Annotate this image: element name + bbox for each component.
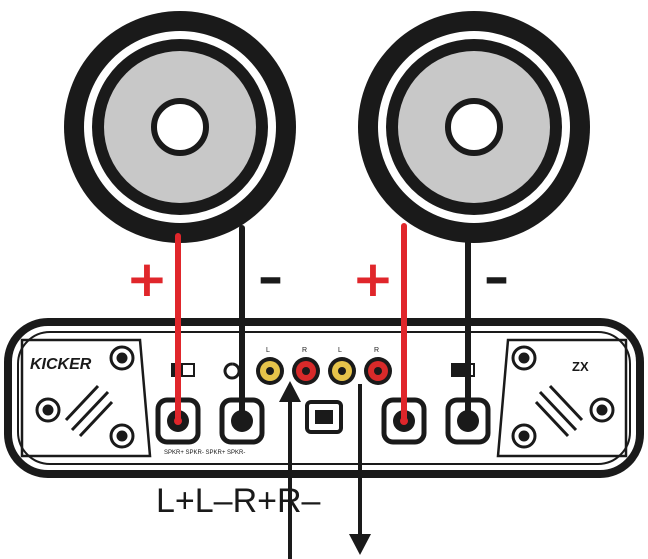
zx-model-label: ZX — [572, 359, 589, 374]
input-arrow-up — [279, 381, 301, 559]
right-speaker — [358, 11, 590, 243]
kicker-logo: KICKER — [30, 356, 92, 373]
left-heatsink — [20, 338, 152, 458]
right-negative-label: – — [484, 248, 509, 306]
polarity-labels: + – + – — [126, 248, 509, 308]
rca-label-l2: L — [338, 347, 342, 354]
rca-jack-l2 — [328, 357, 356, 385]
rca-label-r2: R — [374, 347, 379, 354]
right-heatsink — [496, 338, 628, 458]
terminal-caption: SPKR+ SPKR- SPKR+ SPKR- — [164, 450, 245, 456]
signal-arrows — [279, 381, 371, 559]
optical-port — [305, 400, 343, 434]
output-arrow-down — [349, 384, 371, 555]
terminal-order-caption: L+L–R+R– — [156, 482, 321, 520]
rca-label-r1: R — [302, 347, 307, 354]
rca-jack-l1 — [256, 357, 284, 385]
right-positive-label: + — [352, 250, 394, 308]
left-heatsink-screws — [35, 345, 135, 449]
right-heatsink-fins — [534, 384, 584, 438]
rca-jacks: L R L R — [256, 347, 392, 385]
left-speaker — [64, 11, 296, 243]
wires — [174, 223, 471, 425]
rca-jack-r1 — [292, 357, 320, 385]
rca-label-l1: L — [266, 347, 270, 354]
left-negative-label: – — [258, 248, 283, 306]
right-heatsink-screws — [511, 345, 615, 449]
amplifier: KICKER ZX — [4, 318, 644, 478]
left-positive-label: + — [126, 250, 168, 308]
left-heatsink-fins — [64, 384, 114, 438]
rca-jack-r2 — [364, 357, 392, 385]
